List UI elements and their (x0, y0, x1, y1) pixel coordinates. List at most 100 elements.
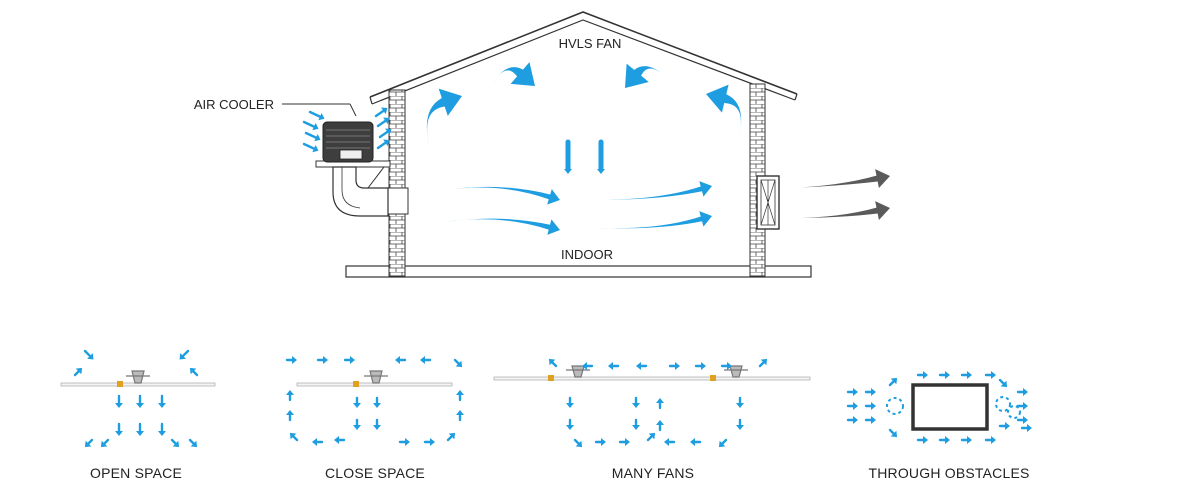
close-top-6-shaft (453, 358, 460, 365)
obst-out-2-head (1023, 416, 1028, 424)
close-top-1-head (292, 356, 297, 364)
many-bot-4-head (664, 438, 669, 446)
open-arrow-l-head (75, 367, 83, 375)
close-left-up-1 (286, 410, 294, 422)
close-top-2 (316, 356, 328, 364)
flow-arrow-right-lower (598, 211, 712, 229)
swirl-arrow-top-right (625, 63, 672, 88)
fan-ceiling-bar-many (493, 365, 811, 381)
close-mid-down-b1 (373, 418, 381, 430)
obst-diag-in-bot (888, 428, 898, 438)
obstacle-arrows (846, 371, 1032, 444)
obst-in-2-head (853, 416, 858, 424)
many-top-0-head (582, 362, 587, 370)
exhaust-fan (756, 175, 780, 230)
open-arrow-br1-head (172, 440, 180, 448)
close-mid-down-a0-head (353, 403, 361, 408)
cooler-intake-arrow-1 (304, 131, 321, 142)
many-bot-5 (690, 438, 702, 446)
obst-bot-3 (984, 436, 996, 444)
open-arrow-br1 (170, 438, 180, 448)
obst-top-0 (916, 371, 928, 379)
cooler-intake-arrow-0-head (312, 123, 319, 131)
many-top-3 (668, 362, 680, 370)
close-bot-6-shaft (446, 435, 453, 442)
close-bot-6 (446, 432, 456, 442)
open-down-a1-head (136, 403, 144, 408)
open-arrow-tr-shaft (181, 349, 190, 358)
many-down-r0-head (736, 403, 744, 408)
cooler-intake-arrow-3-shaft (308, 110, 322, 118)
many-bot-2 (618, 438, 630, 446)
close-top-2-head (323, 356, 328, 364)
house (345, 11, 812, 278)
open-arrow-tl (83, 349, 94, 360)
open-arrow-r-head (189, 367, 197, 375)
open-arrow-br2 (188, 438, 198, 448)
close-mid-down-a1-head (353, 425, 361, 430)
close-mid-down-b1-head (373, 425, 381, 430)
obst-bot-2-head (967, 436, 972, 444)
obst-top-0-head (923, 371, 928, 379)
obst-in-0 (846, 388, 858, 396)
open-down-b0-head (115, 431, 123, 436)
many-corner-0-head (548, 358, 556, 366)
panel-label-open: OPEN SPACE (90, 465, 182, 481)
close-top-5 (420, 356, 432, 364)
close-right-up-0 (456, 390, 464, 402)
cooler-output-arrow-3-head (381, 107, 388, 115)
many-up-m0-head (656, 398, 664, 403)
close-bot-3-head (334, 436, 339, 444)
close-top-4 (395, 356, 407, 364)
swirl-right-2 (1007, 405, 1021, 419)
flow-arrow-left-lower (446, 218, 560, 235)
obst-out-1 (1016, 402, 1028, 410)
many-down-m1-head (632, 425, 640, 430)
many-corner-1-shaft (758, 361, 765, 368)
close-bot-1-head (289, 432, 297, 440)
many-bot-6-shaft (721, 438, 728, 445)
many-top-4-head (701, 362, 706, 370)
flow-arrow-right-upper (596, 181, 712, 200)
flow-arrow-left-upper (446, 186, 560, 205)
obst-bot-0 (916, 436, 928, 444)
floor-slab (345, 265, 812, 278)
close-top-6 (453, 358, 463, 368)
obst-in-2 (846, 416, 858, 424)
close-bot-1 (289, 432, 299, 442)
obst-top-2 (960, 371, 972, 379)
cooler-output-arrow-0 (376, 117, 390, 128)
many-top-5-head (727, 362, 732, 370)
swirl-right-1 (995, 396, 1011, 412)
many-corner-1 (758, 358, 768, 368)
obst-in-4-head (871, 402, 876, 410)
open-down-b2-head (158, 431, 166, 436)
obst-out-4 (1020, 424, 1032, 432)
close-right-up-1 (456, 410, 464, 422)
close-bot-5 (423, 438, 435, 446)
panel-label-many: MANY FANS (612, 465, 694, 481)
fan-ceiling-bar-open (60, 370, 216, 387)
open-arrow-br2-shaft (188, 438, 195, 445)
cooler-output-arrow-3 (374, 107, 388, 118)
open-arrow-bl2-shaft (103, 438, 110, 445)
obst-in-5-head (871, 416, 876, 424)
open-arrow-tr-head (179, 353, 186, 360)
many-top-0 (582, 362, 594, 370)
open-down-a2 (158, 394, 166, 408)
obst-out-3-head (1005, 422, 1010, 430)
obst-in-5 (864, 416, 876, 424)
many-down-l1-head (566, 425, 574, 430)
panel-label-obstacles: THROUGH OBSTACLES (868, 465, 1029, 481)
open-arrow-r-shaft (192, 370, 199, 377)
cooler-label: AIR COOLER (194, 97, 274, 112)
fan-down-arrow-2-head (597, 169, 605, 174)
many-top-2-head (636, 362, 641, 370)
cooler-intake-arrow-3-head (318, 113, 325, 121)
obst-in-3-head (871, 388, 876, 396)
cooler-output-arrow-2-head (383, 139, 390, 147)
cooler-output-arrow-2-shaft (376, 141, 387, 150)
obst-out-1-head (1023, 402, 1028, 410)
cooler-output-arrow-2 (376, 139, 390, 150)
obst-top-1 (938, 371, 950, 379)
